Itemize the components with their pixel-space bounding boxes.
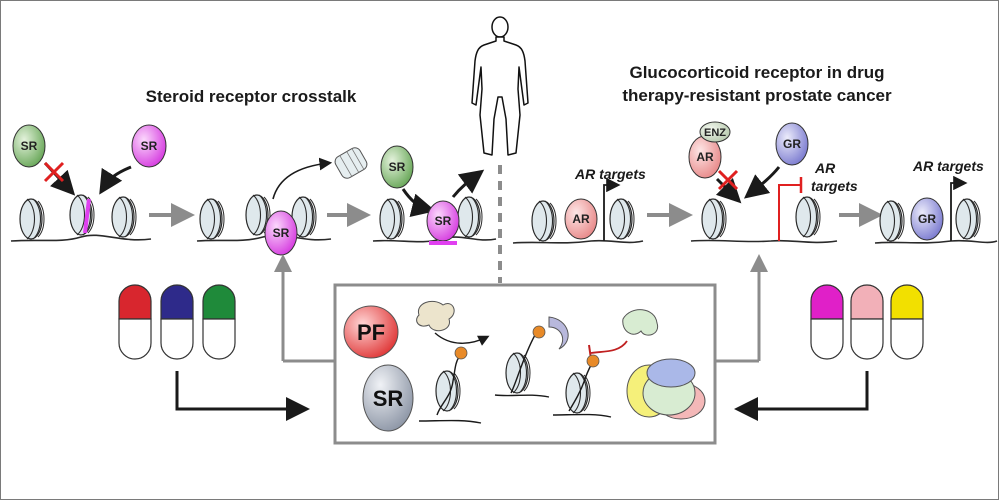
methylated-nucleosome-icon	[418, 346, 482, 424]
gr-label: GR	[918, 212, 936, 226]
left-title: Steroid receptor crosstalk	[146, 87, 357, 106]
sr-label: SR	[273, 226, 290, 240]
capsule-icon-yellow	[890, 284, 924, 360]
ar-label-italic: AR	[814, 160, 836, 176]
nucleosome-icon	[111, 196, 137, 238]
enz-label: ENZ	[704, 127, 726, 139]
sr-green-receptor	[380, 145, 414, 189]
protein-complex-icon	[626, 358, 706, 420]
dna-strand-enz	[690, 196, 838, 244]
black-arrow-left	[175, 371, 310, 421]
capsule-icon-red	[118, 284, 152, 360]
blocked-reader-icon	[552, 309, 659, 418]
sr-label: SR	[21, 139, 38, 153]
human-silhouette-icon	[471, 16, 529, 156]
dna-strand-ar	[512, 198, 644, 244]
capsule-icon-green	[202, 284, 236, 360]
sr-magenta-receptor	[131, 124, 167, 168]
ar-targets-label: AR targets	[912, 158, 984, 174]
evicted-nucleosome-icon	[334, 147, 368, 179]
gr-label: GR	[783, 137, 801, 151]
targets-label: targets	[811, 178, 858, 194]
sr-large-label: SR	[373, 386, 404, 411]
black-arrow-right	[734, 371, 869, 421]
ar-label: AR	[572, 212, 590, 226]
sr-label: SR	[141, 139, 158, 153]
pf-label: PF	[357, 320, 385, 345]
pioneer-factor	[343, 305, 399, 359]
ar-targets-label: AR targets	[574, 166, 646, 182]
gr-receptor	[910, 197, 944, 241]
inhibition-x-icon	[717, 169, 739, 191]
enz-drug	[699, 121, 731, 143]
dna-strand-gr	[874, 198, 998, 244]
reader-protein-icon	[494, 316, 569, 398]
sr-label: SR	[435, 214, 452, 228]
sr-label: SR	[389, 160, 406, 174]
capsule-icon-pink	[850, 284, 884, 360]
steroid-receptor	[362, 364, 414, 432]
sr-green-receptor	[12, 124, 46, 168]
ar-receptor	[564, 198, 598, 240]
capsule-icon-magenta	[810, 284, 844, 360]
right-title-line1: Glucocorticoid receptor in drug	[629, 63, 884, 82]
right-title-line2: therapy-resistant prostate cancer	[622, 86, 892, 105]
nucleosome-icon	[19, 198, 45, 240]
capsule-icon-navy	[160, 284, 194, 360]
inhibition-x-icon	[43, 161, 65, 183]
chromatin-remodeler-icon	[416, 300, 490, 346]
dna-strand-stage2	[196, 194, 332, 242]
transcription-arrow	[603, 177, 621, 241]
dna-strand-stage1	[10, 194, 152, 242]
blocked-transcription-icon	[778, 184, 801, 241]
gr-receptor	[775, 122, 809, 166]
transcription-arrow	[950, 175, 968, 241]
ar-label: AR	[696, 150, 714, 164]
